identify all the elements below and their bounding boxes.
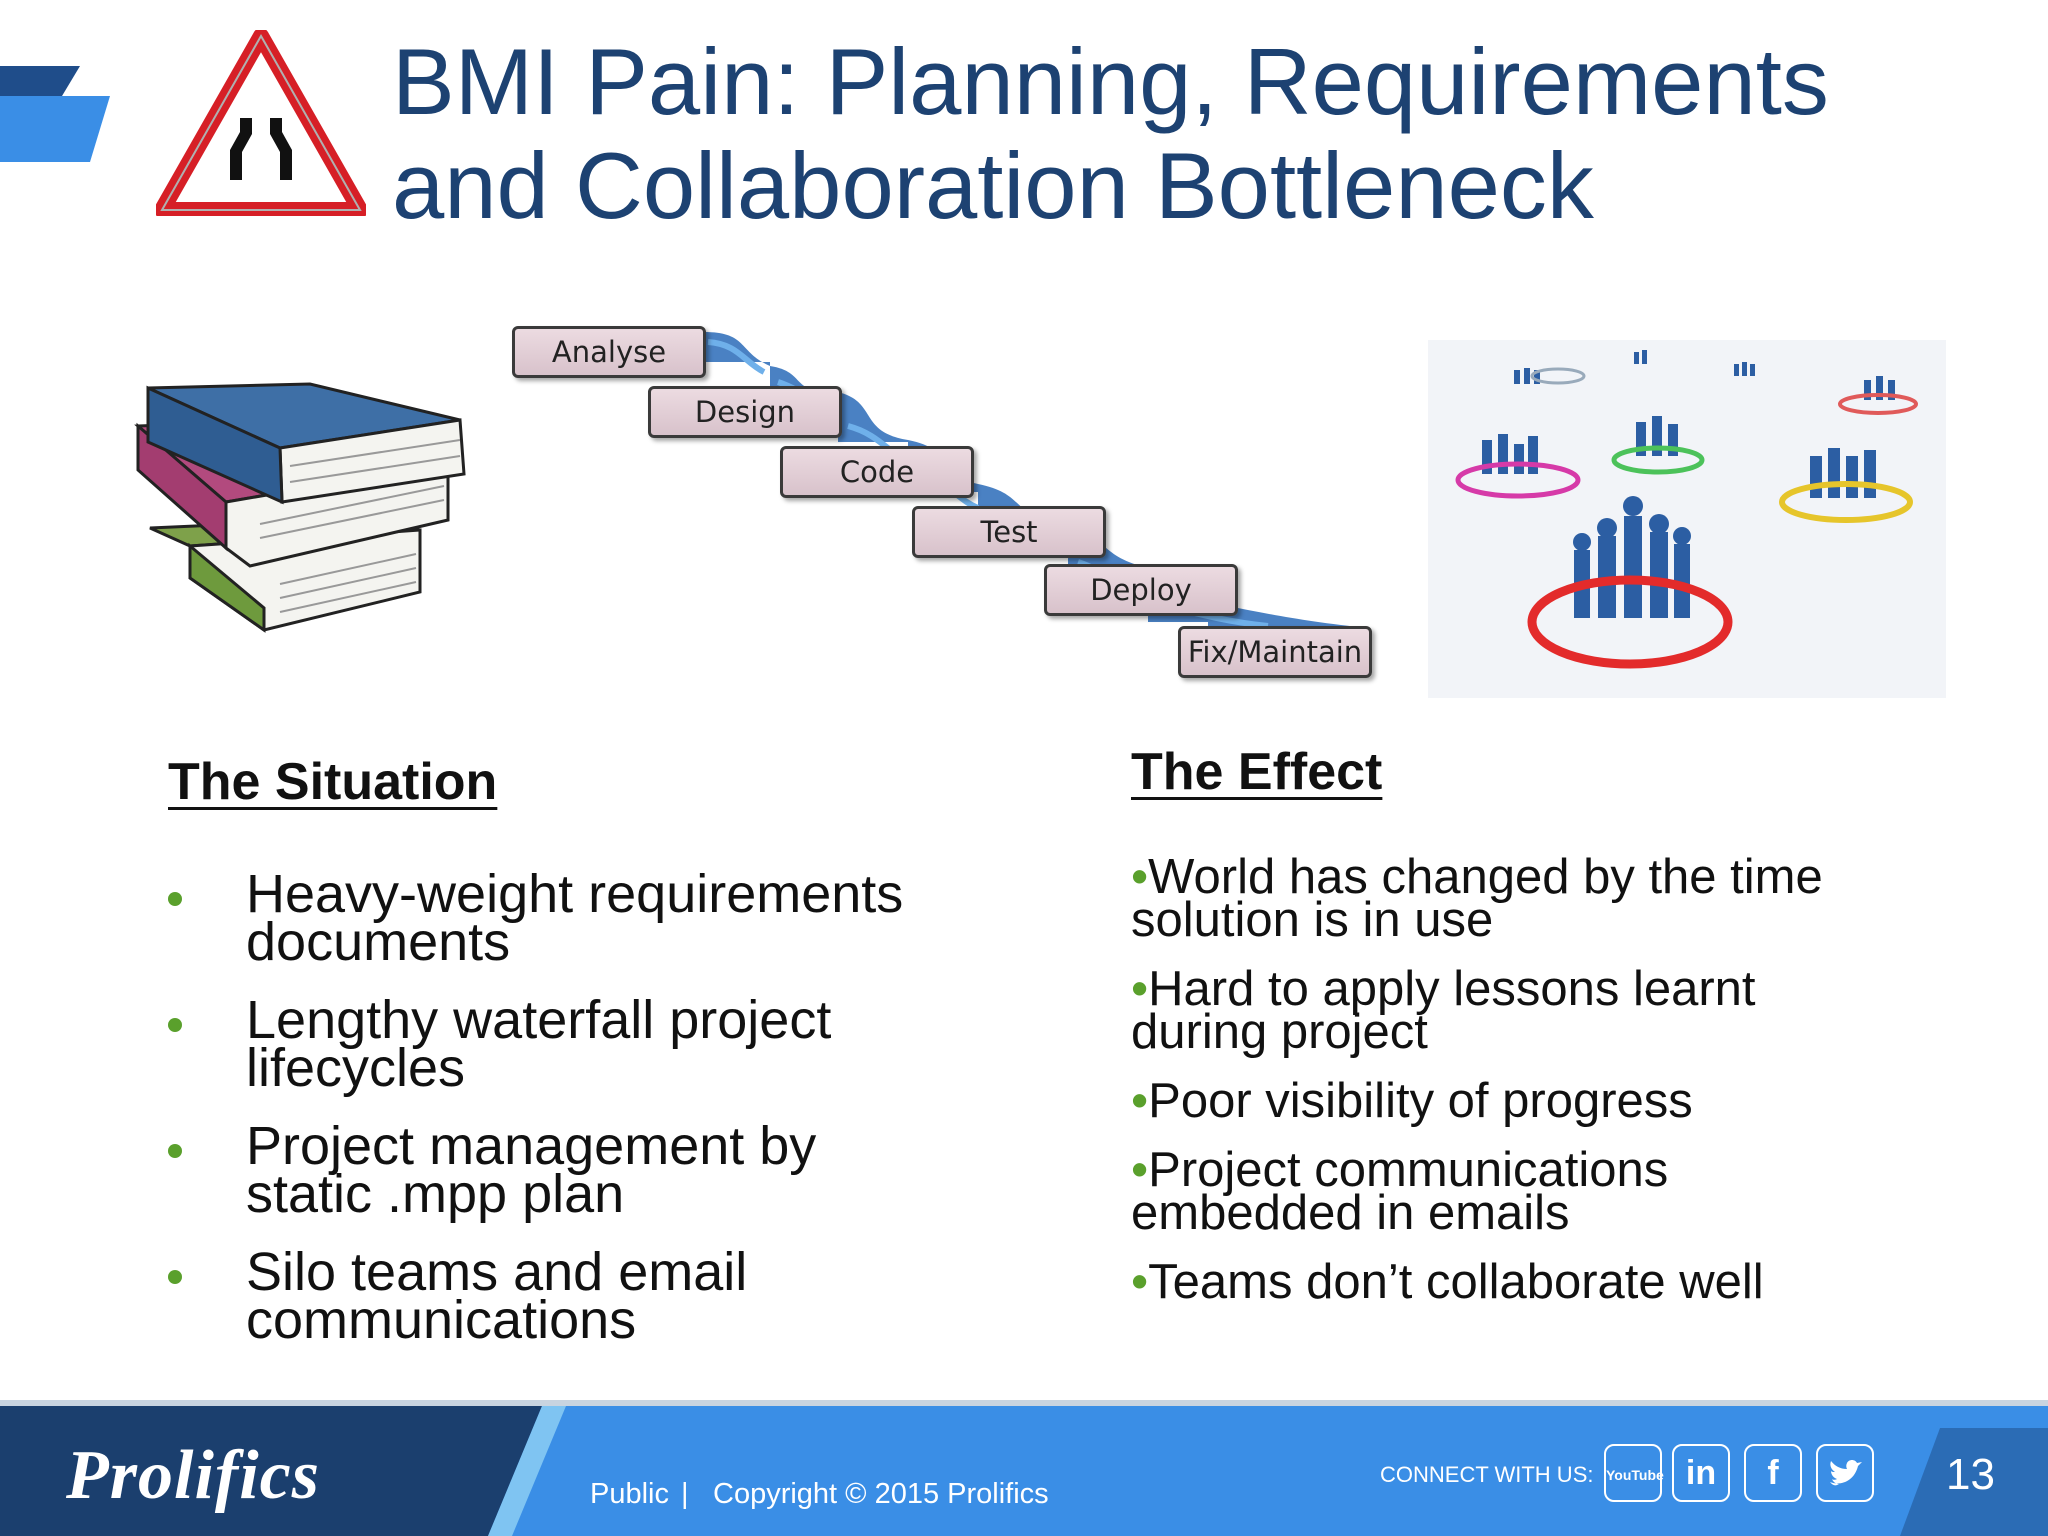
bullet-icon: • [1131,1255,1149,1309]
slide-title-line-2: and Collaboration Bottleneck [392,133,1594,238]
twitter-icon[interactable] [1816,1444,1874,1502]
footer-divider [0,1400,2048,1408]
list-item: Lengthy waterfall project lifecycles [168,990,1008,1098]
list-item: •World has changed by the time solution … [1131,853,2011,947]
slide-title-line-1: BMI Pain: Planning, Requirements [392,29,1829,134]
slide-title: BMI Pain: Planning, Requirements and Col… [392,30,2012,238]
corner-accent-shape [0,66,110,162]
bullet-icon: • [1131,1143,1149,1197]
list-item: •Project communications embedded in emai… [1131,1146,2011,1240]
effect-item-line-1: Teams don’t collaborate well [1148,1255,1764,1309]
footer-classification: Public [590,1478,669,1510]
bullet-icon: • [1131,1074,1149,1128]
list-item: Project management by static .mpp plan [168,1116,1008,1224]
situation-item-line-1: Silo teams and email [246,1242,748,1302]
team-groups-illustration [1428,340,1946,698]
waterfall-step-deploy: Deploy [1044,564,1238,616]
youtube-icon-label: YouTube [1606,1467,1664,1483]
twitter-bird-icon [1830,1460,1862,1486]
waterfall-step-design: Design [648,386,842,438]
bullet-icon [168,1270,182,1284]
situation-heading: The Situation [168,753,498,811]
footer-separator: | [681,1478,689,1510]
effect-item-line-2: solution is in use [1131,893,1494,947]
situation-item-line-2: static .mpp plan [246,1164,625,1224]
situation-list: Heavy-weight requirements documents Leng… [168,864,1008,1374]
situation-item-line-2: documents [246,912,511,972]
effect-item-line-1: World has changed by the time [1148,850,1823,904]
bullet-icon [168,1018,182,1032]
books-stack-illustration [134,382,470,633]
effect-item-line-2: during project [1131,1005,1428,1059]
footer-brand-panel [0,1406,566,1536]
situation-item-line-2: lifecycles [246,1038,466,1098]
facebook-icon[interactable]: f [1744,1444,1802,1502]
waterfall-step-test: Test [912,506,1106,558]
youtube-icon[interactable]: YouTube [1604,1444,1664,1502]
list-item: •Poor visibility of progress [1131,1077,2011,1126]
list-item: Heavy-weight requirements documents [168,864,1008,972]
footer-copyright: Copyright © 2015 Prolifics [713,1478,1049,1510]
waterfall-diagram: Analyse Design Code Test Deploy Fix/Main… [508,322,1378,682]
footer-page-panel [1900,1428,2048,1536]
list-item: Silo teams and email communications [168,1242,1008,1350]
list-item: •Teams don’t collaborate well [1131,1258,2011,1307]
effect-item-line-2: embedded in emails [1131,1186,1570,1240]
situation-item-line-2: communications [246,1290,637,1350]
linkedin-icon[interactable]: in [1672,1444,1730,1502]
bullet-icon [168,892,182,906]
effect-item-line-1: Poor visibility of progress [1148,1074,1693,1128]
effect-item-line-1: Hard to apply lessons learnt [1148,962,1756,1016]
waterfall-step-analyse: Analyse [512,326,706,378]
bullet-icon: • [1131,850,1149,904]
effect-list: •World has changed by the time solution … [1131,853,2011,1330]
bullet-icon: • [1131,962,1149,1016]
situation-item-line-1: Project management by [246,1116,817,1176]
effect-heading: The Effect [1131,743,1383,801]
prolifics-logo: Prolifics [66,1437,320,1514]
connect-with-us-label: CONNECT WITH US: [1380,1462,1594,1487]
situation-item-line-1: Lengthy waterfall project [246,990,832,1050]
situation-item-line-1: Heavy-weight requirements [246,864,904,924]
list-item: •Hard to apply lessons learnt during pro… [1131,965,2011,1059]
waterfall-step-code: Code [780,446,974,498]
road-narrows-warning-icon [156,30,366,216]
effect-item-line-1: Project communications [1148,1143,1669,1197]
bullet-icon [168,1144,182,1158]
page-number: 13 [1946,1450,1995,1499]
waterfall-step-fix-maintain: Fix/Maintain [1178,626,1372,678]
